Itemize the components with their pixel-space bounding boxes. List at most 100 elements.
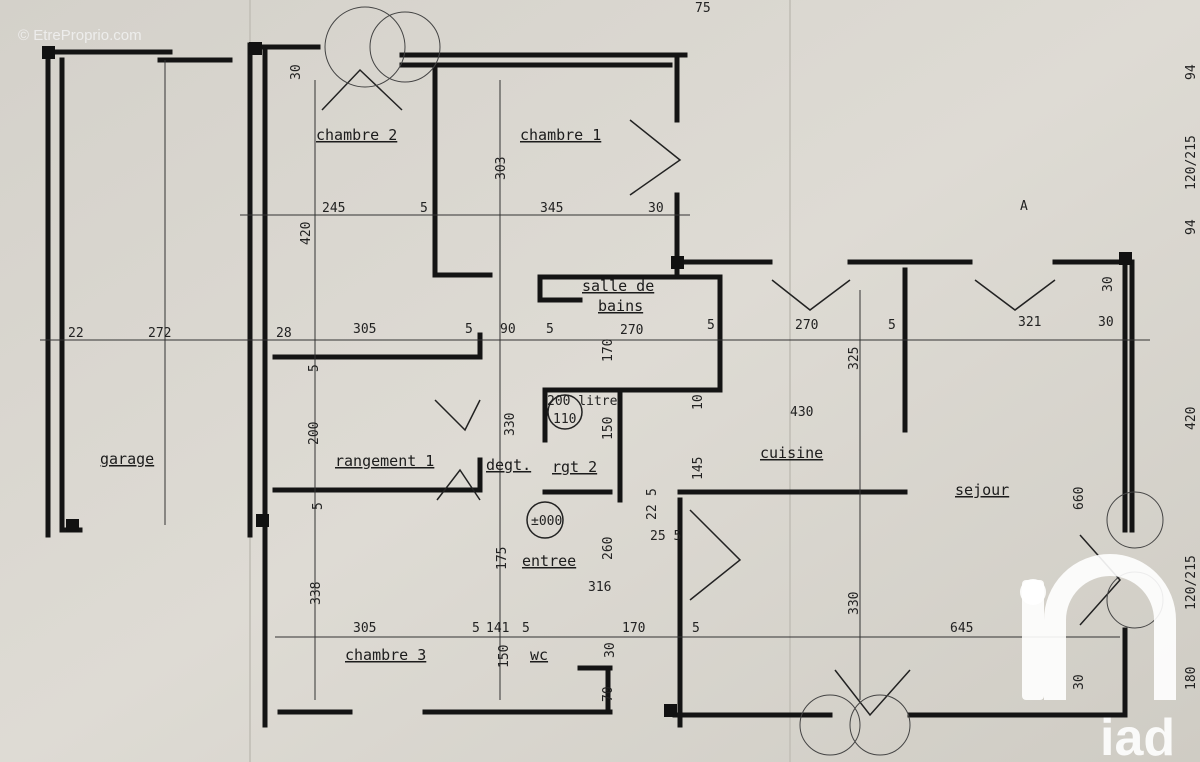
- wall-post: [66, 519, 79, 532]
- iad-logo: iad: [1020, 554, 1176, 762]
- dimension-label: 5: [522, 621, 530, 636]
- margin-dimension-label: 120/215: [1184, 135, 1199, 190]
- margin-dimension-label: 180: [1184, 667, 1199, 690]
- room-label: chambre 2: [316, 126, 397, 144]
- dimension-label: 30: [603, 642, 618, 658]
- dimension-label: 141: [486, 621, 509, 636]
- dimension-label: 10: [691, 394, 706, 410]
- tank-label: 200 litre: [547, 394, 618, 409]
- level-marker: ±000: [526, 501, 564, 539]
- dimension-label: 303: [494, 157, 509, 180]
- dimension-label: 5: [420, 201, 428, 216]
- door-swing: [369, 11, 441, 83]
- dimension-label: 30: [648, 201, 664, 216]
- doors: [321, 6, 1164, 756]
- folding-door: [434, 399, 481, 432]
- dimension-label: 325: [847, 347, 862, 370]
- dimension-label: 25 5: [650, 529, 681, 544]
- room-label: chambre 1: [520, 126, 601, 144]
- dimension-label: 420: [299, 222, 314, 245]
- room-label: chambre 3: [345, 646, 426, 664]
- dimension-label: 145: [691, 457, 706, 480]
- dimension-label: 305: [353, 322, 376, 337]
- dimension-label: 345: [540, 201, 563, 216]
- dimension-label: 30: [1072, 674, 1087, 690]
- dimension-label: 5: [307, 364, 322, 372]
- logo-text: iad: [1100, 709, 1175, 762]
- door-swing: [799, 694, 861, 756]
- dimension-label: 5: [707, 318, 715, 333]
- folding-door: [834, 669, 911, 717]
- folding-door: [629, 119, 682, 196]
- dimension-label: 170: [622, 621, 645, 636]
- labels: chambre 2 chambre 1 salle de bains rangement…: [68, 64, 1199, 702]
- dimension-label: 305: [353, 621, 376, 636]
- room-label: bains: [598, 297, 643, 315]
- dimension-label: 272: [148, 326, 171, 341]
- wall-post: [249, 42, 262, 55]
- dimension-label: 150: [497, 645, 512, 668]
- wall-post: [1119, 252, 1132, 265]
- dimension-label: 90: [500, 322, 516, 337]
- dimension-label: 5: [692, 621, 700, 636]
- dimension-label: 200: [307, 422, 322, 445]
- dimension-label: 316: [588, 580, 611, 595]
- wall-post: [664, 704, 677, 717]
- margin-dimension-label: 94: [1184, 219, 1199, 235]
- dimension-label: 175: [495, 547, 510, 570]
- folding-door: [1079, 534, 1122, 626]
- room-label: rangement 1: [335, 452, 434, 470]
- margin-dimension-label: 94: [1184, 64, 1199, 80]
- dimension-label: 170: [601, 339, 616, 362]
- door-swing: [849, 694, 911, 756]
- dimension-label: 321: [1018, 315, 1041, 330]
- watermark: © EtreProprio.com: [18, 27, 142, 44]
- dimension-label: 30: [1098, 315, 1114, 330]
- dimension-label: 30: [289, 64, 304, 80]
- level-marker-text: ±000: [531, 514, 562, 529]
- dimension-label: 70: [601, 686, 616, 702]
- dimension-label: 22: [68, 326, 84, 341]
- folding-door: [974, 279, 1056, 311]
- door-swing: [324, 6, 406, 88]
- section-marker: A: [1020, 199, 1028, 214]
- dimension-label: 5: [546, 322, 554, 337]
- folding-door: [689, 509, 742, 601]
- dimension-label: 22: [645, 504, 660, 520]
- dimension-label: 5: [888, 318, 896, 333]
- dimension-label: 645: [950, 621, 973, 636]
- folding-door: [436, 468, 481, 501]
- water-tank: 200 litre 110: [547, 394, 618, 430]
- margin-dimension-label: 420: [1184, 407, 1199, 430]
- door-swing: [1106, 491, 1164, 549]
- dimension-label: 330: [503, 413, 518, 436]
- top-mark: 75: [695, 1, 711, 16]
- room-label: degt.: [486, 456, 531, 474]
- wall-post: [256, 514, 269, 527]
- dimension-label: 245: [322, 201, 345, 216]
- dimension-label: 270: [795, 318, 818, 333]
- walls: [42, 42, 1135, 728]
- room-label: wc: [530, 646, 548, 664]
- dimension-label: 30: [1101, 276, 1116, 292]
- folding-door: [321, 68, 403, 111]
- dimension-label: 260: [601, 537, 616, 560]
- room-label: rgt 2: [552, 458, 597, 476]
- wall-post: [42, 46, 55, 59]
- folding-door: [771, 279, 851, 311]
- dimension-label: 5: [465, 322, 473, 337]
- tank-value: 110: [553, 412, 576, 427]
- dimension-label: 5: [645, 488, 660, 496]
- dimension-label: 338: [309, 582, 324, 605]
- dimension-label: 270: [620, 323, 643, 338]
- dimension-label: 330: [847, 592, 862, 615]
- dimension-label: 5: [311, 502, 326, 510]
- margin-dimension-label: 120/215: [1184, 555, 1199, 610]
- room-label: cuisine: [760, 444, 823, 462]
- dimension-label: 28: [276, 326, 292, 341]
- room-label: salle de: [582, 277, 654, 295]
- dimension-lines: [40, 60, 1150, 700]
- dimension-label: 5: [472, 621, 480, 636]
